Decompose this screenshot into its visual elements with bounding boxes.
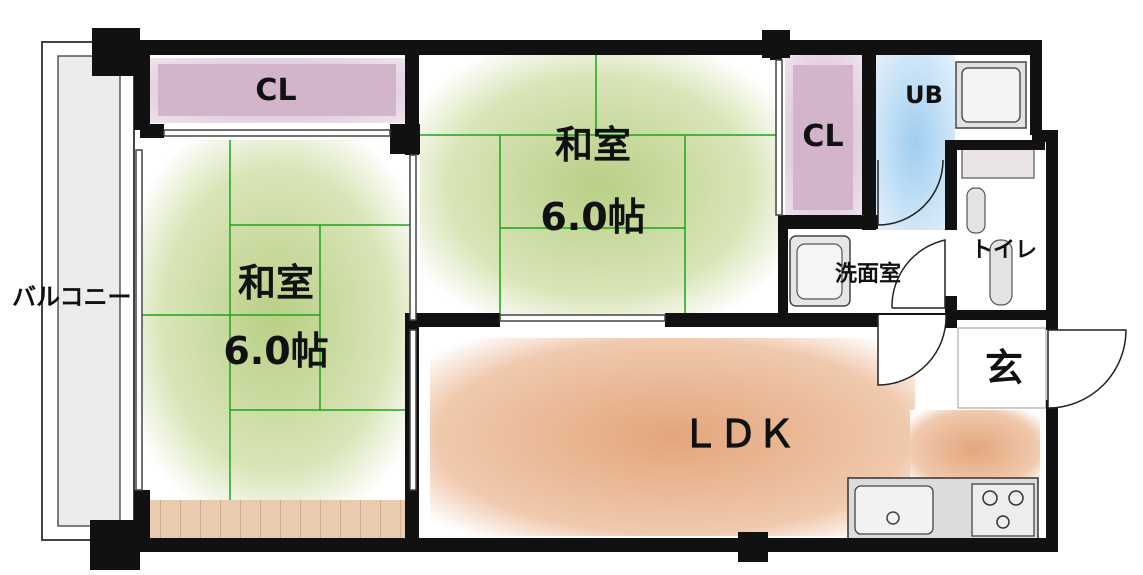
balcony-label: バルコニー: [12, 283, 132, 311]
closet-right: [785, 55, 863, 220]
washitsu-right-name: 和室: [555, 123, 631, 167]
closet-right-label: CL: [802, 119, 843, 154]
ldk-label: ＬＤＫ: [681, 412, 795, 456]
closet-top-label: CL: [255, 73, 296, 108]
ub-label: UB: [905, 81, 943, 109]
washitsu-left-size: 6.0帖: [223, 329, 328, 373]
swing-doors: [877, 159, 1127, 409]
entrance-label: 玄: [985, 346, 1023, 390]
closet-top: [150, 58, 405, 123]
washitsu-right: [420, 55, 778, 317]
balcony: [41, 41, 135, 541]
entrance: [957, 327, 1047, 409]
walls: [90, 28, 1058, 570]
washitsu-right-size: 6.0帖: [540, 195, 645, 239]
washitsu-left: [140, 140, 412, 538]
unit-bath: [875, 55, 1027, 230]
washroom-label: 洗面室: [835, 261, 901, 287]
kitchen-counter: [847, 477, 1039, 541]
toilet-room: [955, 140, 1040, 310]
washitsu-left-name: 和室: [238, 261, 314, 305]
sliding-doors: [135, 59, 783, 491]
toilet-label: トイレ: [971, 238, 1037, 263]
